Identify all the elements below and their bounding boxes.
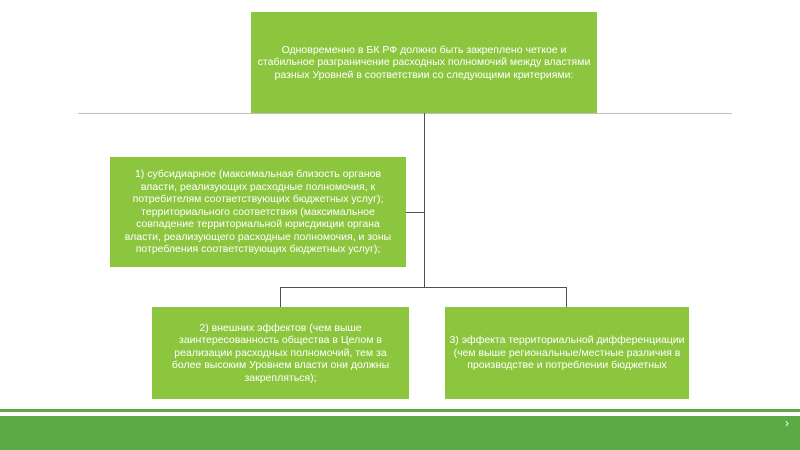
connector-branch-1	[406, 212, 424, 213]
root-node: Одновременно в БК РФ должно быть закрепл…	[251, 12, 597, 113]
connector-branch-2	[280, 287, 281, 307]
footer-bar	[0, 416, 800, 450]
criterion-node-1-text: 1) субсидиарное (максимальная близость о…	[124, 168, 392, 256]
criterion-node-2: 2) внешних эффектов (чем выше заинтересо…	[152, 307, 409, 399]
criterion-node-1: 1) субсидиарное (максимальная близость о…	[110, 157, 406, 267]
chevron-right-icon: ›	[785, 416, 789, 430]
criterion-node-2-text: 2) внешних эффектов (чем выше заинтересо…	[171, 321, 390, 384]
connector-hbar	[280, 287, 567, 288]
connector-root-trunk	[424, 113, 425, 287]
root-node-text: Одновременно в БК РФ должно быть закрепл…	[257, 43, 591, 81]
criterion-node-3: 3) эффекта территориальной дифференциаци…	[445, 307, 689, 399]
criterion-node-3-text: 3) эффекта территориальной дифференциаци…	[449, 334, 685, 372]
divider-line	[78, 113, 732, 114]
footer-line	[0, 409, 800, 412]
connector-branch-3	[566, 287, 567, 307]
